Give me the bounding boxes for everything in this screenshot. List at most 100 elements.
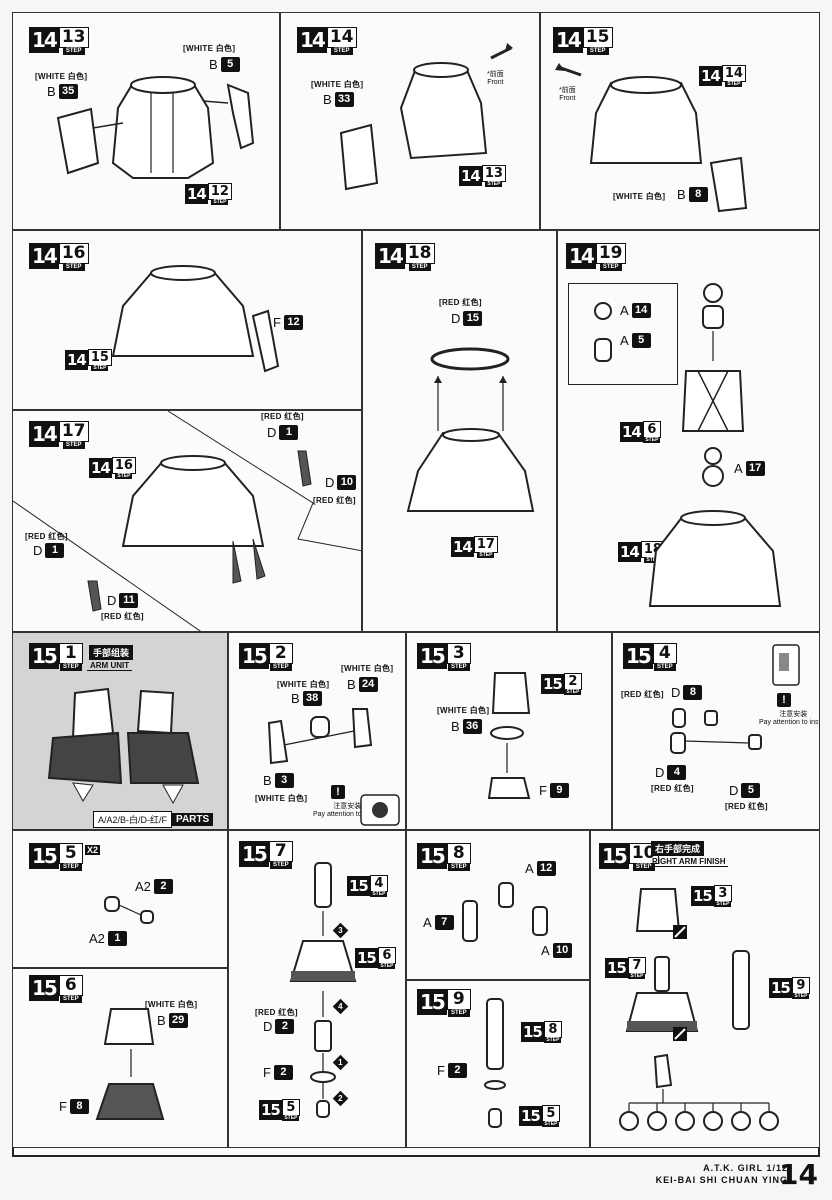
color-white: [WHITE 白色] <box>145 1000 198 1009</box>
skirt-illustration <box>555 63 748 213</box>
section-title-en: RIGHT ARM FINISH <box>649 857 729 867</box>
color-white: [WHITE 白色] <box>437 706 490 715</box>
elbow-illustration <box>670 644 800 754</box>
cuff-illustration <box>95 1008 165 1120</box>
color-white: [WHITE 白色] <box>35 72 88 81</box>
section-title-cn: 右手部完成 <box>651 841 705 856</box>
forearm-illustration <box>289 862 357 1118</box>
skirt-illustration <box>56 76 255 179</box>
color-white: [WHITE 白色] <box>613 192 666 201</box>
section-title-en: ARM UNIT <box>87 661 133 671</box>
color-red: [RED 红色] <box>101 612 144 621</box>
section-title-cn: 手部组装 <box>89 645 134 660</box>
torso-illustration <box>594 283 782 607</box>
shoulder-illustration <box>487 672 531 799</box>
footer-title: A.T.K. GIRL 1/12 <box>703 1163 788 1173</box>
color-red: [RED 红色] <box>25 532 68 541</box>
arm-illustration <box>267 708 400 826</box>
color-red: [RED 红色] <box>255 1008 298 1017</box>
warning-icon: ! <box>777 693 791 707</box>
skirt-illustration <box>406 347 535 512</box>
color-red: [RED 红色] <box>651 784 694 793</box>
color-white: [WHITE 白色] <box>341 664 394 673</box>
skirt-illustration <box>111 265 280 373</box>
color-red: [RED 红色] <box>313 496 356 505</box>
footer-subtitle: KEI-BAI SHI CHUAN YING <box>655 1175 788 1185</box>
skirt-illustration <box>13 411 361 631</box>
color-white: [WHITE 白色] <box>277 680 330 689</box>
warning-icon: ! <box>331 785 345 799</box>
skirt-illustration <box>339 43 513 191</box>
page-number: 14 <box>779 1158 818 1191</box>
hand-joint-illustration <box>104 896 154 924</box>
color-red: [RED 红色] <box>439 298 482 307</box>
